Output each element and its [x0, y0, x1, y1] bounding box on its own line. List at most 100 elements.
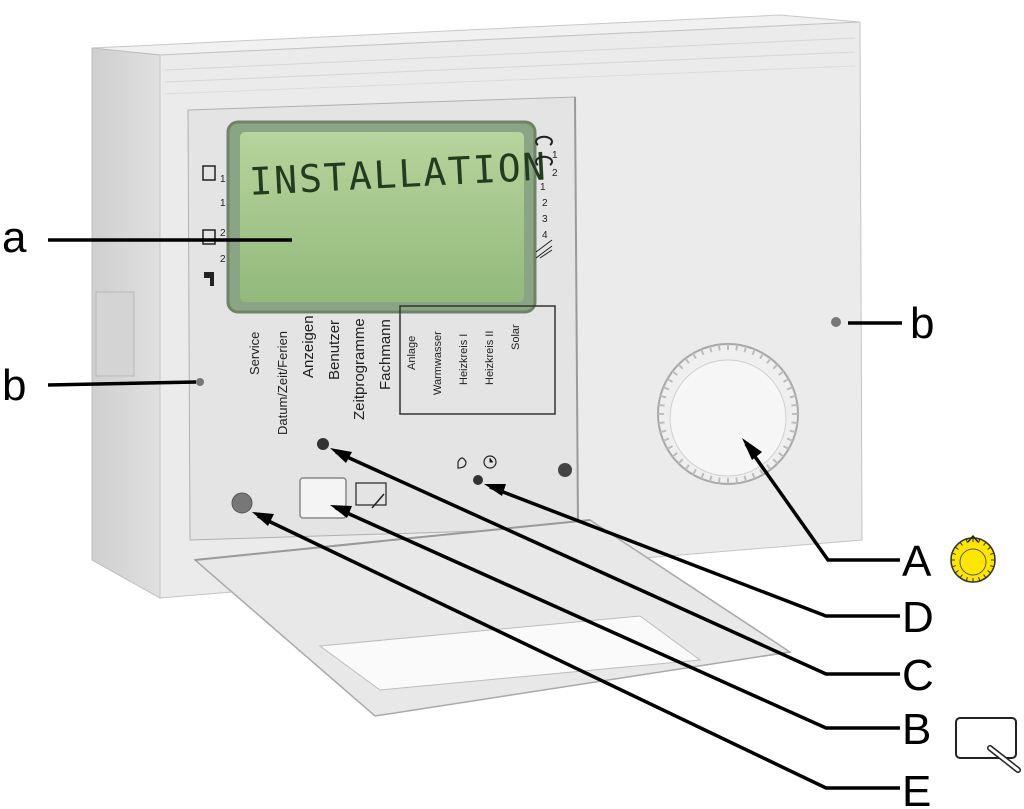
- submenu-heizkreis-1: Heizkreis I: [458, 334, 470, 385]
- sun-symbol-2: [535, 155, 553, 166]
- knob-serration: [778, 370, 785, 376]
- leader-b-left: [47, 380, 197, 387]
- knob-serration: [692, 352, 697, 360]
- knob-serration: [782, 378, 790, 383]
- knob-serration: [658, 403, 665, 407]
- knob-serration: [766, 464, 772, 471]
- button-icon: [955, 717, 1021, 773]
- knob-serration: [751, 348, 756, 356]
- knob-icon-tick: [987, 570, 992, 574]
- left-number-3: 2: [220, 228, 226, 239]
- knob-serration: [735, 344, 739, 351]
- leader-D: [489, 485, 900, 618]
- right-number-2: 2: [552, 168, 558, 179]
- callout-A: A: [902, 537, 932, 586]
- clock-icon: [483, 455, 497, 469]
- callout-E: E: [902, 767, 931, 809]
- knob-serration: [660, 429, 667, 434]
- right-number-1: 1: [552, 150, 558, 161]
- knob-serration: [789, 429, 796, 434]
- knob-serration: [743, 475, 748, 482]
- knob-serration: [717, 477, 721, 484]
- mount-hole-right: [831, 317, 841, 327]
- knob-serration: [671, 370, 678, 376]
- hand-icon: [457, 457, 467, 469]
- housing-ridge-3: [164, 65, 856, 95]
- left-symbols: 1 1 2 2: [202, 165, 226, 286]
- leader-B: [335, 506, 900, 730]
- rotary-knob-a[interactable]: [657, 343, 799, 485]
- callout-b-left: b: [2, 361, 26, 410]
- menu-anzeigen: Anzeigen: [300, 315, 317, 378]
- knob-icon-tick: [959, 541, 963, 546]
- knob-icon-tick: [954, 546, 959, 550]
- knob-serration: [717, 344, 721, 351]
- knob-icon-tick: [989, 565, 995, 568]
- knob-icon-tick: [978, 576, 981, 582]
- knob-serration: [700, 348, 705, 356]
- knob-serration: [791, 403, 798, 407]
- led-c: [317, 438, 329, 450]
- menu-zeitprogramme: Zeitprogramme: [351, 318, 368, 420]
- knob-icon-tick: [951, 565, 957, 568]
- knob-icon: [950, 534, 996, 583]
- submenu-solar: Solar: [510, 324, 522, 350]
- menu-service: Service: [247, 332, 262, 375]
- callout-b-right: b: [910, 299, 934, 348]
- radiator-symbol-2: [202, 229, 216, 245]
- arrowhead-E: [252, 512, 274, 526]
- housing-ridge-1: [164, 37, 856, 71]
- knob-serration: [759, 468, 764, 476]
- callout-a: a: [2, 213, 27, 262]
- submenu-anlage: Anlage: [406, 336, 418, 370]
- reset-hole-e[interactable]: [231, 492, 253, 514]
- knob-serration: [671, 452, 678, 458]
- callout-D: D: [902, 593, 934, 642]
- arrowhead-D: [484, 484, 506, 496]
- left-number-4: 2: [220, 254, 226, 265]
- knob-serration: [778, 452, 785, 458]
- knob-serration: [786, 437, 794, 442]
- arrow-heads: [252, 438, 762, 526]
- knob-serration: [743, 346, 748, 353]
- right-number-6: 4: [542, 230, 548, 241]
- knob-icon-tick: [959, 574, 963, 579]
- lcd-screen: [240, 132, 524, 302]
- panel-divider: [574, 96, 579, 529]
- cover-hinge: [194, 519, 591, 561]
- knob-serration: [782, 445, 790, 450]
- knob-serration: [684, 464, 690, 471]
- knob-serration: [700, 472, 705, 480]
- push-button-b[interactable]: [299, 477, 347, 519]
- knob-serration: [662, 437, 670, 442]
- knob-serration: [708, 346, 713, 353]
- knob-serration: [772, 458, 779, 465]
- knob-icon-tick: [954, 570, 959, 574]
- callout-C: C: [902, 651, 934, 700]
- submenu-box: [399, 305, 556, 415]
- hatch-symbol: [535, 239, 553, 259]
- knob-serration: [786, 386, 794, 391]
- knob-serration: [789, 394, 796, 399]
- leader-E: [257, 514, 900, 790]
- clock-icon-hands: [489, 458, 493, 463]
- knob-serration: [759, 352, 764, 360]
- knob-serration: [735, 477, 739, 484]
- knob-serration: [666, 445, 674, 450]
- arrowhead-A: [742, 438, 762, 460]
- arrowhead-B: [330, 505, 352, 518]
- cover-window: [318, 615, 702, 691]
- knob-serration: [658, 421, 665, 425]
- right-number-4: 2: [542, 198, 548, 209]
- menu-datum-zeit-ferien: Datum/Zeit/Ferien: [275, 331, 290, 435]
- knob-serration: [666, 378, 674, 383]
- knob-serration: [791, 421, 798, 425]
- menu-labels: Service Datum/Zeit/Ferien Anzeigen Benut…: [247, 305, 556, 435]
- right-number-5: 3: [542, 214, 548, 225]
- knob-serration: [692, 468, 697, 476]
- callout-B: B: [902, 705, 931, 754]
- led-d: [473, 475, 483, 485]
- knob-serration: [751, 472, 756, 480]
- knob-serration: [660, 394, 667, 399]
